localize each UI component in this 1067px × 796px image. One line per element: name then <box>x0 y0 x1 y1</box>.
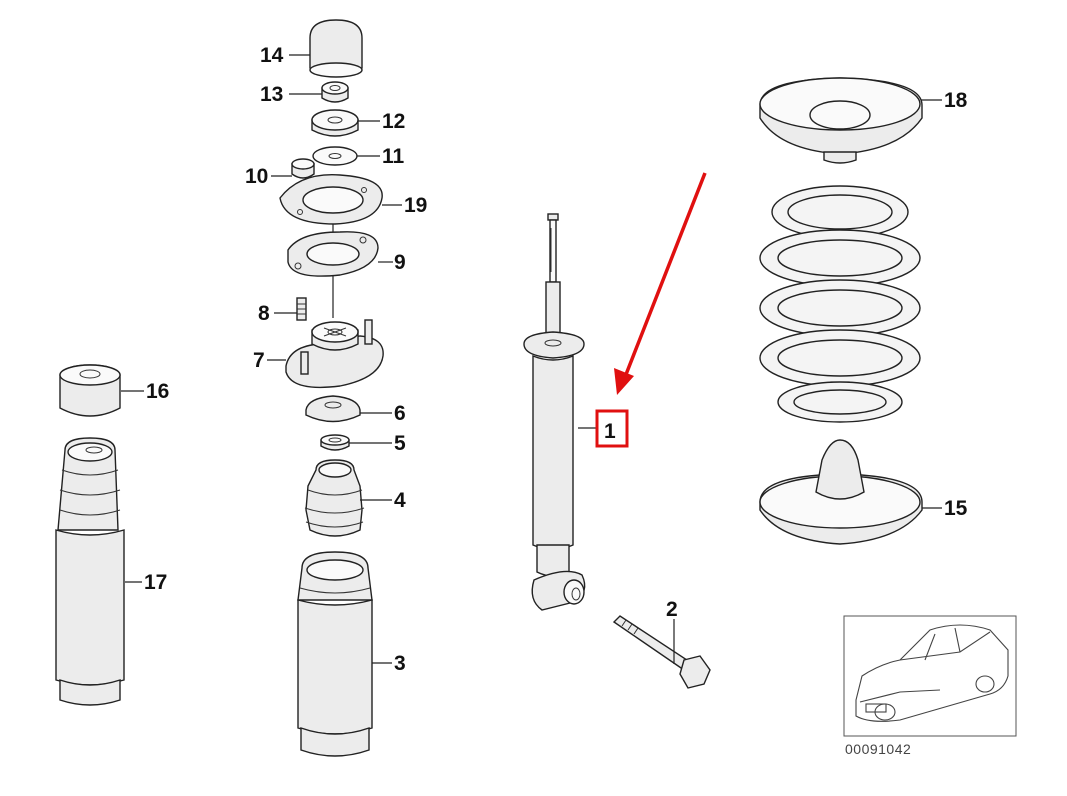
callout-8: 8 <box>258 302 270 325</box>
callout-10: 10 <box>245 165 268 188</box>
callout-15: 15 <box>944 497 968 520</box>
part-2-bolt <box>612 615 711 689</box>
vehicle-thumbnail <box>843 615 1017 737</box>
part-4-auxiliary-spring <box>304 459 365 537</box>
part-3-protective-tube <box>297 551 373 757</box>
callout-4: 4 <box>394 489 406 512</box>
callout-16: 16 <box>146 380 169 403</box>
callout-17: 17 <box>144 571 167 594</box>
part-15-lower-spring-pad <box>759 439 923 545</box>
coil-spring <box>759 185 921 423</box>
highlight-box <box>595 409 629 448</box>
part-10-nut <box>291 158 315 179</box>
callout-13: 13 <box>260 83 283 106</box>
part-19-gasket-seal <box>279 173 383 225</box>
callout-5: 5 <box>394 432 406 455</box>
part-13-nut <box>321 81 349 103</box>
highlight-arrow <box>614 172 707 395</box>
part-12-mount-bushing <box>311 109 359 137</box>
part-5-spacer-ring <box>320 434 350 451</box>
part-8-stud-bolt <box>296 297 307 321</box>
part-1-shock-absorber <box>523 213 586 611</box>
callout-14: 14 <box>260 44 284 67</box>
callout-12: 12 <box>382 110 405 133</box>
callout-2: 2 <box>666 598 678 621</box>
callout-6: 6 <box>394 402 406 425</box>
callout-1: 1 <box>604 420 616 443</box>
part-17-protective-tube <box>55 437 125 706</box>
part-16-bump-stop-cap <box>59 364 121 417</box>
callout-7: 7 <box>253 349 265 372</box>
callout-3: 3 <box>394 652 406 675</box>
callout-19: 19 <box>404 194 427 217</box>
part-7-support-bearing <box>285 319 384 389</box>
part-9-gasket <box>287 231 379 277</box>
callout-11: 11 <box>382 145 405 168</box>
part-6-dust-cap <box>305 395 361 423</box>
part-18-upper-spring-pad <box>759 77 923 164</box>
callout-9: 9 <box>394 251 406 274</box>
diagram-reference-number: 00091042 <box>845 741 911 757</box>
part-14-cap <box>309 19 363 78</box>
callout-18: 18 <box>944 89 968 112</box>
part-11-washer <box>312 146 358 166</box>
